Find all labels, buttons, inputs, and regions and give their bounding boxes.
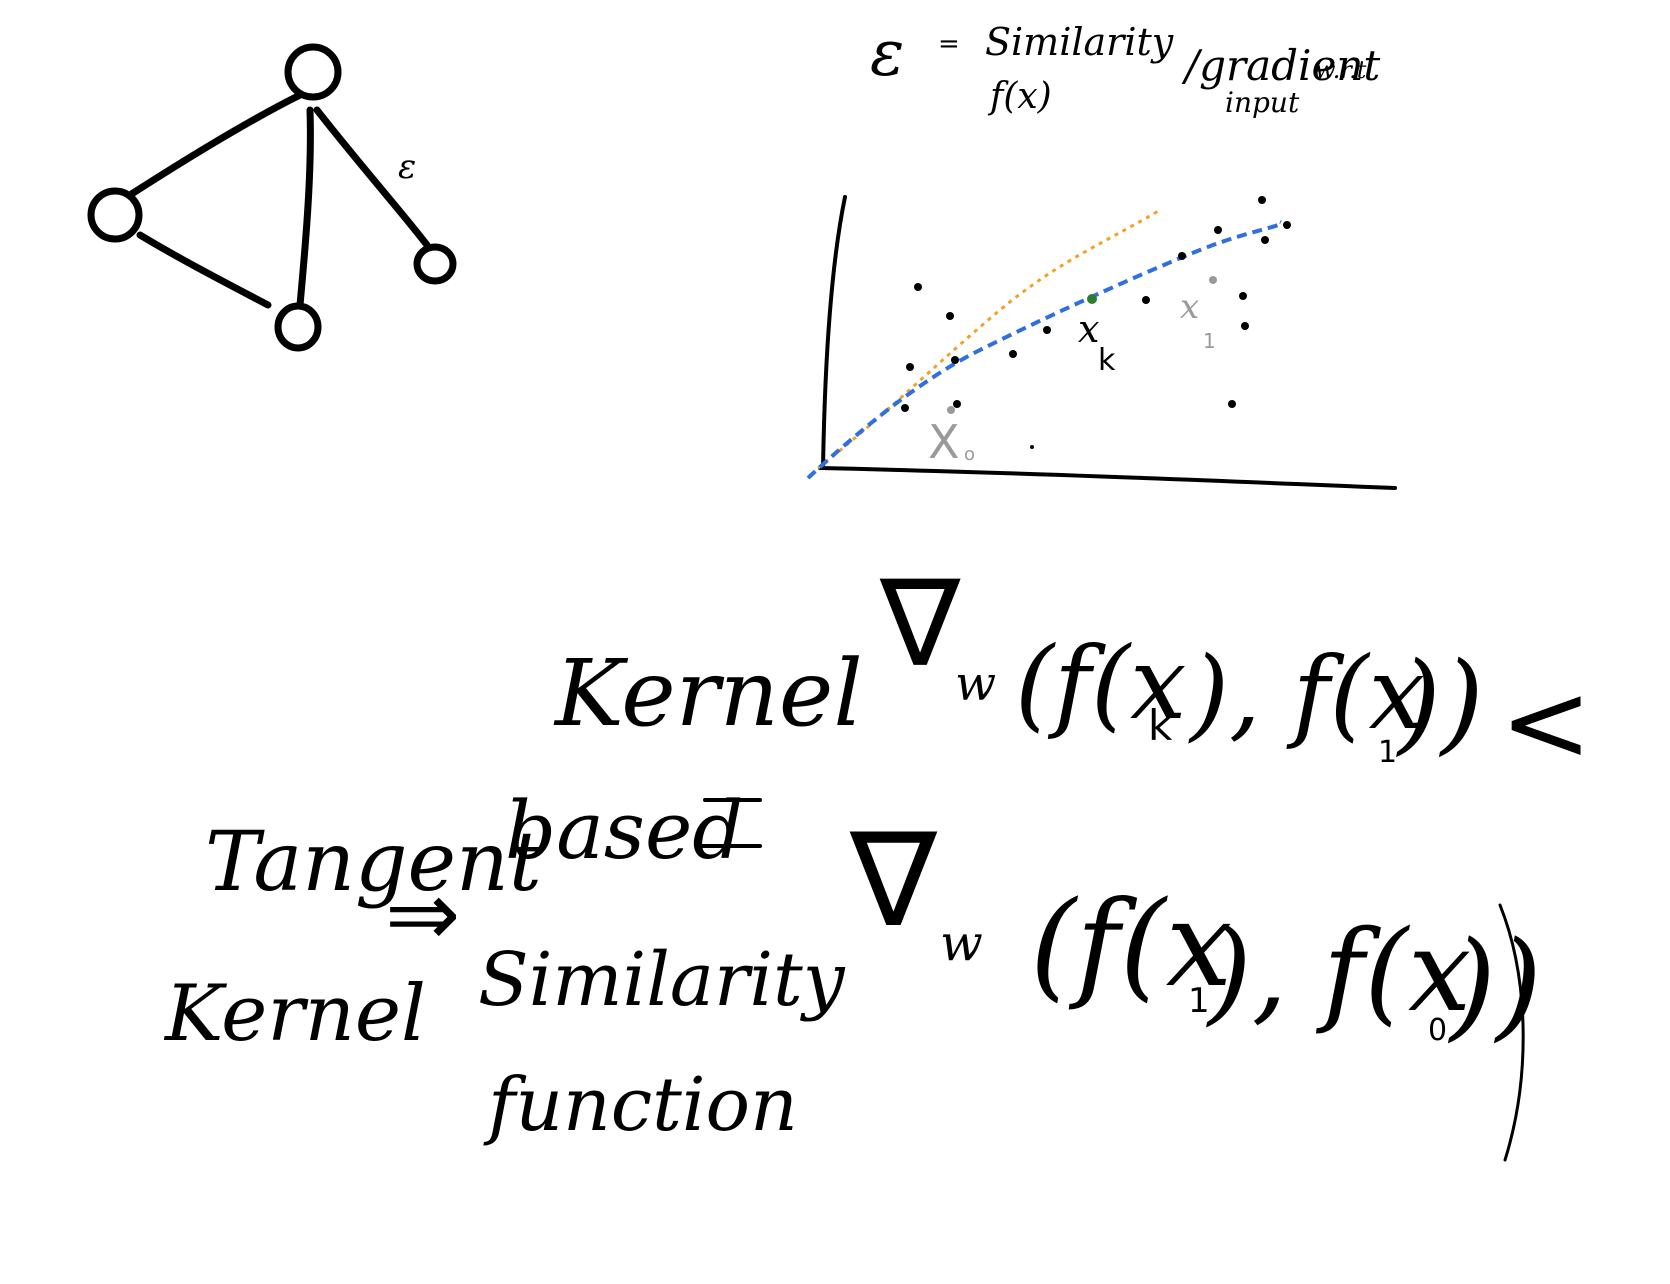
text-kernel: Kernel	[553, 640, 863, 747]
formula-1-sub-k: k	[1148, 701, 1173, 750]
text-function: function	[483, 1062, 798, 1148]
data-point	[1283, 221, 1291, 229]
graph-epsilon-label: ε	[398, 147, 416, 187]
data-point	[1030, 445, 1034, 449]
note-similarity: Similarity	[985, 20, 1174, 64]
formula-2-sub-0: 0	[1428, 1013, 1447, 1048]
data-point	[1258, 196, 1266, 204]
label-xk-sub: k	[1098, 343, 1116, 378]
graph-edge-top-right	[313, 106, 431, 249]
nabla-2-sub: w	[940, 914, 983, 972]
graph-node-left	[87, 187, 143, 243]
data-point	[1239, 292, 1247, 300]
data-point	[1009, 350, 1017, 358]
plot-y-axis	[821, 195, 847, 470]
data-point	[951, 356, 959, 364]
less-than-sign: <	[1500, 658, 1592, 786]
implies-arrow: ⇒	[385, 862, 460, 967]
data-point	[1214, 226, 1222, 234]
graph-edge-left-bottom	[136, 231, 272, 309]
data-point	[1043, 326, 1051, 334]
big-closing-paren	[1498, 903, 1525, 1162]
data-point	[1142, 296, 1150, 304]
formula-2-end: ))	[1447, 915, 1542, 1053]
note-gradient: /gradient	[1181, 41, 1380, 90]
graph-edge-top-bottom	[296, 106, 314, 309]
node-graph: ε	[87, 43, 457, 352]
blue-trend-curve	[806, 220, 1284, 480]
text-based: based	[505, 784, 744, 877]
data-point	[1228, 400, 1236, 408]
label-x0: X	[928, 415, 960, 469]
formula-1-mid: ), f(x	[1188, 635, 1425, 752]
based-equals-mark	[698, 798, 762, 848]
note-f-of-x: f(x)	[987, 76, 1052, 117]
notes-header: ε = Similarity f(x) /gradient w.r.t inpu…	[870, 17, 1380, 119]
graph-node-right	[413, 243, 457, 285]
formula-2-start: (f(x	[1030, 875, 1232, 1013]
note-input: input	[1225, 86, 1300, 119]
data-point	[1178, 252, 1186, 260]
formula-1-end: ))	[1396, 638, 1484, 766]
label-xk: x	[1078, 307, 1099, 351]
formula-line-2: ∇ w (f(x 1 ), f(x 0 ))	[849, 804, 1542, 1162]
data-point	[914, 283, 922, 291]
data-point	[1261, 236, 1269, 244]
data-point	[906, 363, 914, 371]
label-x1: x	[1180, 287, 1199, 327]
note-equals: =	[938, 29, 960, 59]
scatter-points	[901, 196, 1291, 449]
data-point	[901, 404, 909, 412]
formula-2-mid: ), f(x	[1206, 907, 1471, 1037]
gray-point	[1209, 276, 1217, 284]
data-point	[1241, 322, 1249, 330]
data-point	[953, 400, 961, 408]
nabla-1-sub: w	[955, 656, 996, 712]
orange-trend-curve	[817, 208, 1161, 470]
left-text-block: Tangent Kernel ⇒ Kernel based Similarity…	[163, 640, 863, 1148]
formula-1-sub-1: 1	[1378, 735, 1397, 770]
plot-x-axis	[818, 466, 1397, 490]
gray-point	[947, 406, 955, 414]
formula-1-start: (f(x	[1015, 625, 1186, 742]
scatter-plot: x k x 1 X o	[806, 195, 1397, 490]
highlighted-green-point	[1087, 294, 1097, 304]
graph-node-top	[284, 43, 342, 101]
graph-edge-top-left	[126, 91, 304, 199]
note-epsilon: ε	[870, 17, 904, 91]
note-wrt: w.r.t	[1315, 56, 1367, 84]
label-x0-sub: o	[964, 444, 975, 465]
text-kernel-left: Kernel	[163, 969, 426, 1059]
text-similarity: Similarity	[478, 937, 846, 1023]
formula-line-1: ∇ w (f(x k ), f(x 1 )) <	[879, 555, 1592, 786]
data-point	[946, 312, 954, 320]
nabla-1: ∇	[879, 555, 961, 694]
formula-2-sub-1: 1	[1188, 981, 1210, 1021]
label-x1-sub: 1	[1203, 329, 1216, 353]
nabla-2: ∇	[849, 804, 938, 956]
text-tangent: Tangent	[205, 815, 543, 910]
graph-node-bottom	[274, 302, 322, 352]
